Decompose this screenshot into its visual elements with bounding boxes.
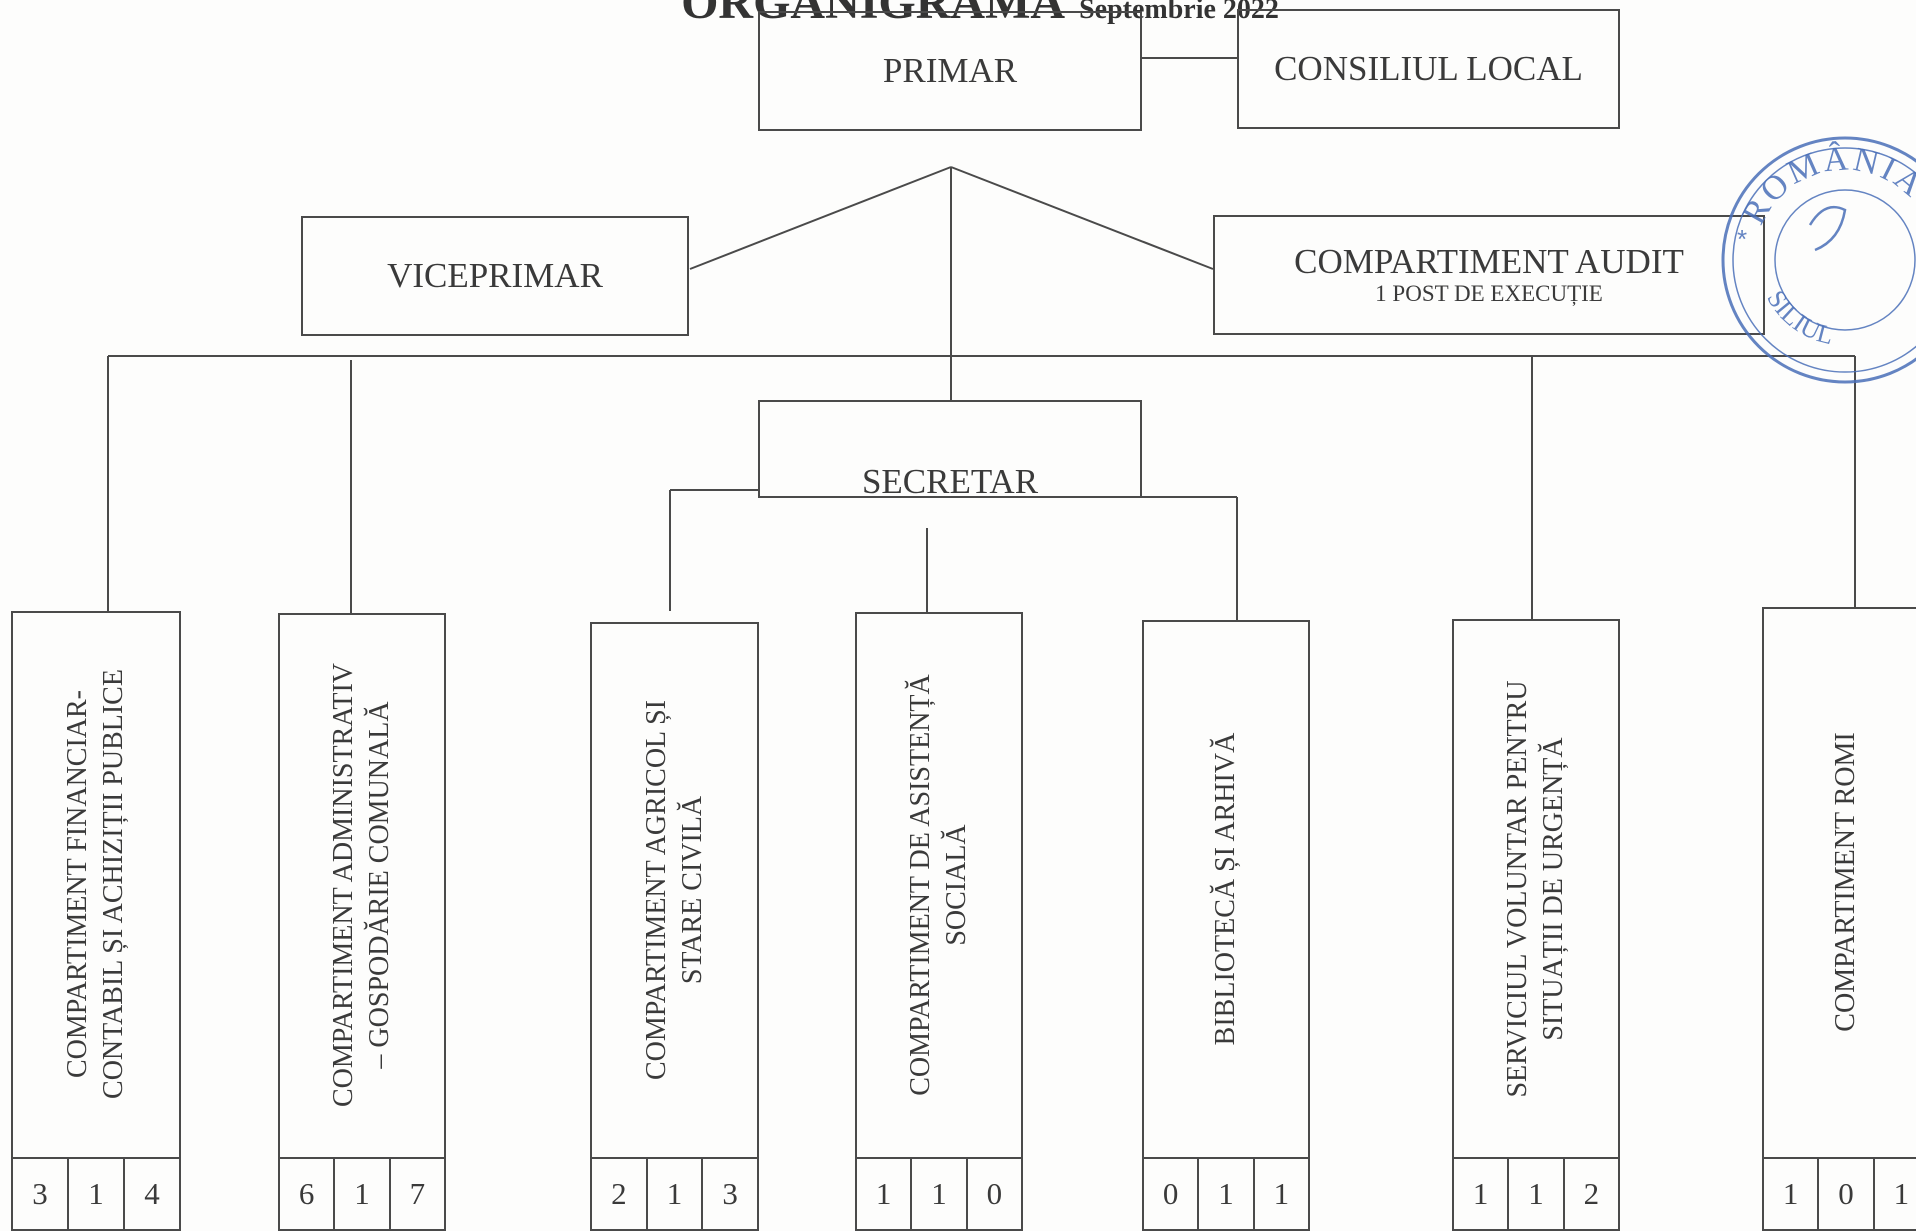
compartiment-audit-box: COMPARTIMENT AUDIT 1 POST DE EXECUȚIE: [1213, 215, 1765, 335]
dept-financiar-contabil: COMPARTIMENT FINANCIAR- CONTABIL ȘI ACHI…: [11, 611, 181, 1231]
consiliul-local-box: CONSILIUL LOCAL: [1237, 9, 1620, 129]
dept-administrativ: COMPARTIMENT ADMINISTRATIV – GOSPODĂRIE …: [278, 613, 446, 1231]
dept-label-line: STARE CIVILĂ: [676, 796, 708, 985]
count-cell: 1: [1454, 1159, 1510, 1229]
dept-label-line: SOCIALĂ: [941, 823, 972, 946]
svg-text:SILIUL: SILIUL: [1761, 285, 1836, 350]
audit-subtitle: 1 POST DE EXECUȚIE: [1375, 281, 1603, 307]
dept-agricol-stare-civila: COMPARTIMENT AGRICOL ȘI STARE CIVILĂ 2 1…: [590, 622, 759, 1231]
viceprimar-label: VICEPRIMAR: [387, 255, 603, 295]
dept-counts: 1 1 2: [1454, 1157, 1618, 1229]
count-cell: 6: [280, 1159, 336, 1229]
official-stamp: ROMÂNIA SILIUL *: [1721, 136, 1916, 384]
dept-compartiment-romi: COMPARTIMENT ROMI 1 0 1: [1762, 607, 1916, 1231]
dept-counts: 1 1 0: [857, 1157, 1021, 1229]
dept-asistenta-sociala: COMPARTIMENT DE ASISTENȚĂ SOCIALĂ 1 1 0: [855, 612, 1023, 1231]
count-cell: 1: [857, 1159, 913, 1229]
count-cell: 1: [1199, 1159, 1255, 1229]
dept-label-line: COMPARTIMENT ADMINISTRATIV: [328, 663, 359, 1108]
title-text: ORGANIGRAMA: [681, 0, 1066, 29]
dept-label-line: COMPARTIMENT FINANCIAR-: [62, 690, 93, 1079]
dept-label-line: – GOSPODĂRIE COMUNALĂ: [364, 701, 395, 1069]
count-cell: 4: [144, 1176, 160, 1211]
dept-label: COMPARTIMENT DE ASISTENȚĂ SOCIALĂ: [903, 674, 975, 1095]
dept-counts: 6 1 7: [280, 1157, 444, 1229]
count-cell: 1: [1509, 1159, 1565, 1229]
svg-text:*: *: [1737, 224, 1747, 254]
primar-label: PRIMAR: [882, 50, 1018, 90]
dept-label-line: SERVICIUL VOLUNTAR PENTRU: [1502, 679, 1533, 1098]
primar-box: PRIMAR: [758, 11, 1142, 131]
count-cell: 1: [1893, 1176, 1910, 1211]
dept-label: COMPARTIMENT FINANCIAR- CONTABIL ȘI ACHI…: [60, 669, 132, 1099]
count-cell: 1: [1273, 1176, 1290, 1211]
dept-counts: 0 1 1: [1144, 1157, 1308, 1229]
count-cell: 3: [13, 1159, 69, 1229]
audit-title: COMPARTIMENT AUDIT: [1294, 241, 1684, 281]
count-cell: 0: [1144, 1159, 1200, 1229]
dept-label: BIBLIOTECĂ ȘI ARHIVĂ: [1208, 733, 1244, 1046]
dept-label-line: COMPARTIMENT ROMI: [1830, 732, 1861, 1032]
consiliul-local-label: CONSILIUL LOCAL: [1274, 48, 1583, 88]
count-cell: 1: [912, 1159, 968, 1229]
count-cell: 2: [592, 1159, 648, 1229]
dept-label-line: BIBLIOTECĂ ȘI ARHIVĂ: [1210, 732, 1241, 1046]
count-cell: 1: [335, 1159, 391, 1229]
dept-serviciul-voluntar: SERVICIUL VOLUNTAR PENTRU SITUAȚII DE UR…: [1452, 619, 1620, 1231]
secretar-label: SECRETAR: [861, 462, 1039, 498]
dept-label: COMPARTIMENT ADMINISTRATIV – GOSPODĂRIE …: [326, 663, 398, 1107]
dept-label-line: SITUAȚII DE URGENȚĂ: [1538, 736, 1569, 1041]
secretar-box: SECRETAR: [758, 400, 1142, 498]
count-cell: 1: [69, 1159, 125, 1229]
dept-label: COMPARTIMENT AGRICOL ȘI STARE CIVILĂ: [639, 700, 711, 1080]
dept-label-line: COMPARTIMENT DE ASISTENȚĂ: [905, 673, 936, 1096]
dept-counts: 3 1 4: [13, 1157, 179, 1229]
count-cell: 7: [409, 1176, 426, 1211]
dept-biblioteca-arhiva: BIBLIOTECĂ ȘI ARHIVĂ 0 1 1: [1142, 620, 1310, 1231]
dept-counts: 2 1 3: [592, 1157, 757, 1229]
count-cell: 1: [1764, 1159, 1820, 1229]
count-cell: 3: [722, 1176, 738, 1211]
count-cell: 2: [1583, 1176, 1600, 1211]
count-cell: 0: [986, 1176, 1003, 1211]
dept-label-line: COMPARTIMENT AGRICOL ȘI: [640, 700, 672, 1081]
dept-label: SERVICIUL VOLUNTAR PENTRU SITUAȚII DE UR…: [1500, 680, 1572, 1097]
svg-text:ROMÂNIA: ROMÂNIA: [1735, 140, 1916, 230]
viceprimar-box: VICEPRIMAR: [301, 216, 689, 336]
count-cell: 0: [1819, 1159, 1875, 1229]
dept-label-line: CONTABIL ȘI ACHIZIȚII PUBLICE: [98, 669, 129, 1099]
dept-counts: 1 0 1: [1764, 1157, 1916, 1229]
count-cell: 1: [648, 1159, 704, 1229]
dept-label: COMPARTIMENT ROMI: [1828, 732, 1864, 1031]
